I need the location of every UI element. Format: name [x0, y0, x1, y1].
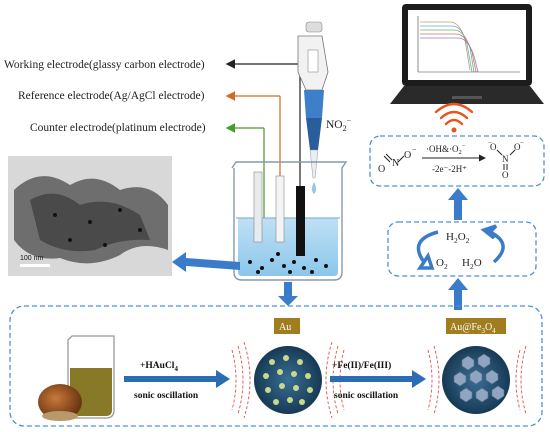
reaction-condition-above: ·OH&·O2− — [426, 143, 466, 156]
cycle-arrow-right — [480, 224, 505, 264]
reference-electrode-label: Reference electrode(Ag/AgCl electrode) — [18, 90, 205, 102]
step1-sub-label: sonic oscillation — [134, 391, 199, 401]
wifi-signal-icon — [434, 102, 474, 133]
nitrate-charge-left: − — [488, 139, 492, 147]
step2-arrowhead — [412, 370, 426, 388]
nitrite-structure — [383, 153, 405, 163]
arrow-cycle-to-reaction — [448, 188, 468, 220]
step2-sub-label: sonic oscillation — [334, 391, 399, 401]
h2o2-label: H2O2 — [446, 231, 470, 245]
nitrite-n: N — [392, 158, 399, 169]
step2-arrow — [330, 376, 414, 382]
h2o-label: H2O — [462, 257, 482, 271]
nitrate-o-bottom: O — [502, 170, 509, 180]
beaker-icon — [231, 161, 348, 281]
au-label-box — [274, 318, 300, 334]
reaction-box — [369, 135, 545, 187]
nitrate-o-left: O — [490, 142, 497, 152]
nitrite-charge: − — [412, 145, 417, 154]
pipette-icon — [297, 21, 329, 194]
nitrite-o-left: O — [378, 164, 385, 175]
cycle-arrow-left — [416, 230, 439, 270]
au-nanoparticles-icon — [254, 346, 322, 414]
product-label-box — [446, 318, 506, 334]
chestnut-icon — [38, 384, 82, 421]
arrow-beaker-down — [278, 282, 298, 306]
au-label: Au — [279, 322, 291, 333]
counter-electrode-label: Counter electrode(platinum electrode) — [30, 122, 206, 134]
step1-arrow — [124, 376, 218, 382]
sonic-wave-icon-2 — [427, 345, 527, 415]
nitrate-n: N — [502, 154, 509, 164]
nitrate-charge-right: − — [520, 139, 524, 147]
arrow-synthesis-to-cycle — [448, 278, 468, 310]
reaction-condition-below: -2e⁻-2H⁺ — [432, 164, 467, 174]
o2-label: O2 — [436, 257, 448, 271]
product-label: Au@Fe3O4 — [450, 322, 496, 335]
tem-scale-label: 100 nm — [20, 255, 44, 262]
step1-arrowhead — [216, 370, 230, 388]
synthesis-box — [9, 305, 543, 427]
working-electrode-label: Working electrode(glassy carbon electrod… — [4, 59, 205, 71]
cycle-box — [387, 221, 537, 277]
au-fe3o4-nanoparticles-icon — [442, 346, 510, 414]
nitrate-bonds — [496, 149, 516, 170]
analyte-label: NO2− — [326, 116, 352, 133]
arrow-beaker-to-tem — [172, 252, 240, 272]
nitrite-o-right: O — [404, 150, 411, 161]
nitrate-o-right: O — [514, 142, 521, 152]
step2-label: +Fe(II)/Fe(III) — [332, 360, 391, 371]
tem-image: 100 nm — [8, 156, 172, 276]
step1-label: +HAuCl4 — [140, 361, 178, 373]
laptop-icon — [390, 4, 544, 104]
